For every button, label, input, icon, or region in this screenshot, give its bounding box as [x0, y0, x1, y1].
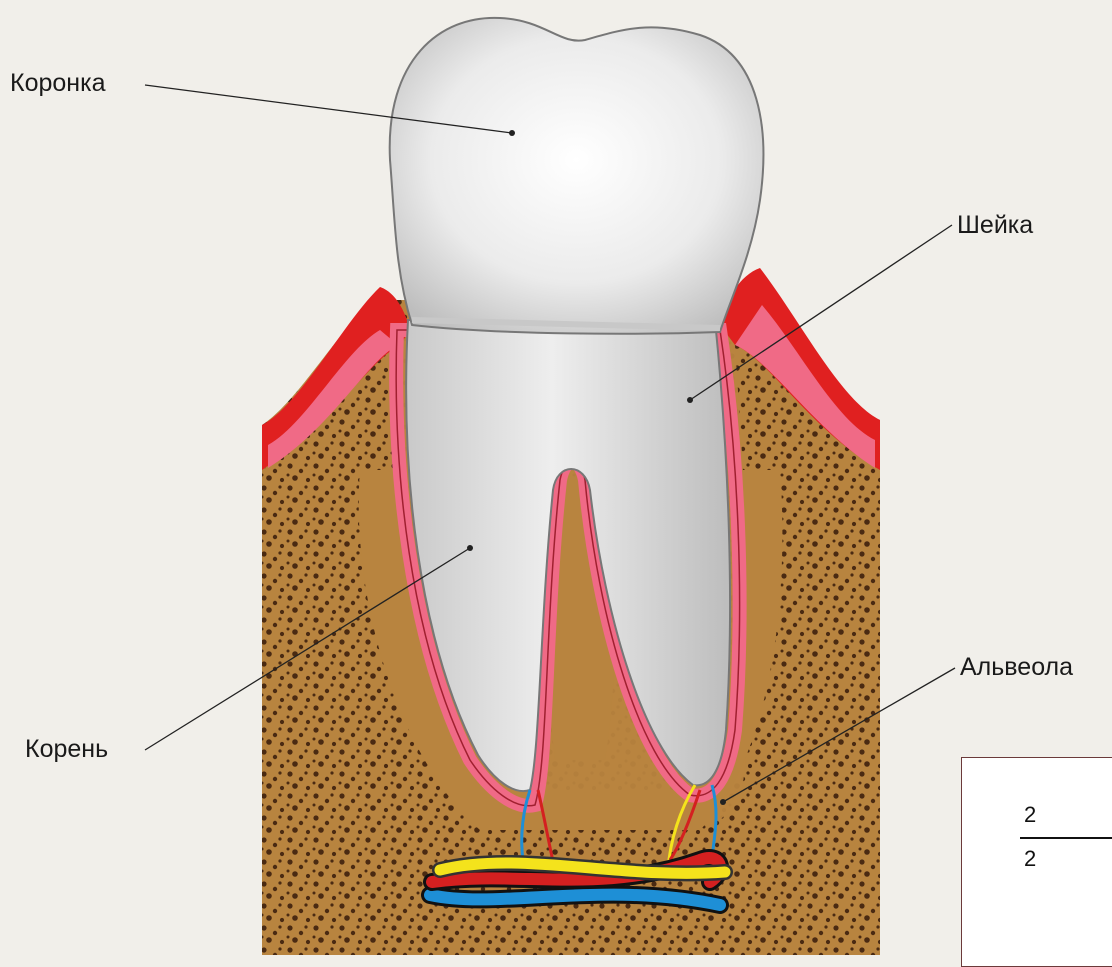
fraction-card: 2 2 — [961, 757, 1112, 967]
svg-text:Альвеола: Альвеола — [960, 653, 1073, 681]
fraction-denominator: 2 — [1024, 846, 1036, 872]
fraction-bar — [1020, 837, 1112, 839]
svg-text:Коронка: Коронка — [10, 69, 106, 97]
svg-text:Корень: Корень — [25, 735, 108, 763]
svg-text:Шейка: Шейка — [957, 211, 1033, 239]
fraction-numerator: 2 — [1024, 802, 1036, 828]
tooth-crown — [390, 18, 764, 334]
